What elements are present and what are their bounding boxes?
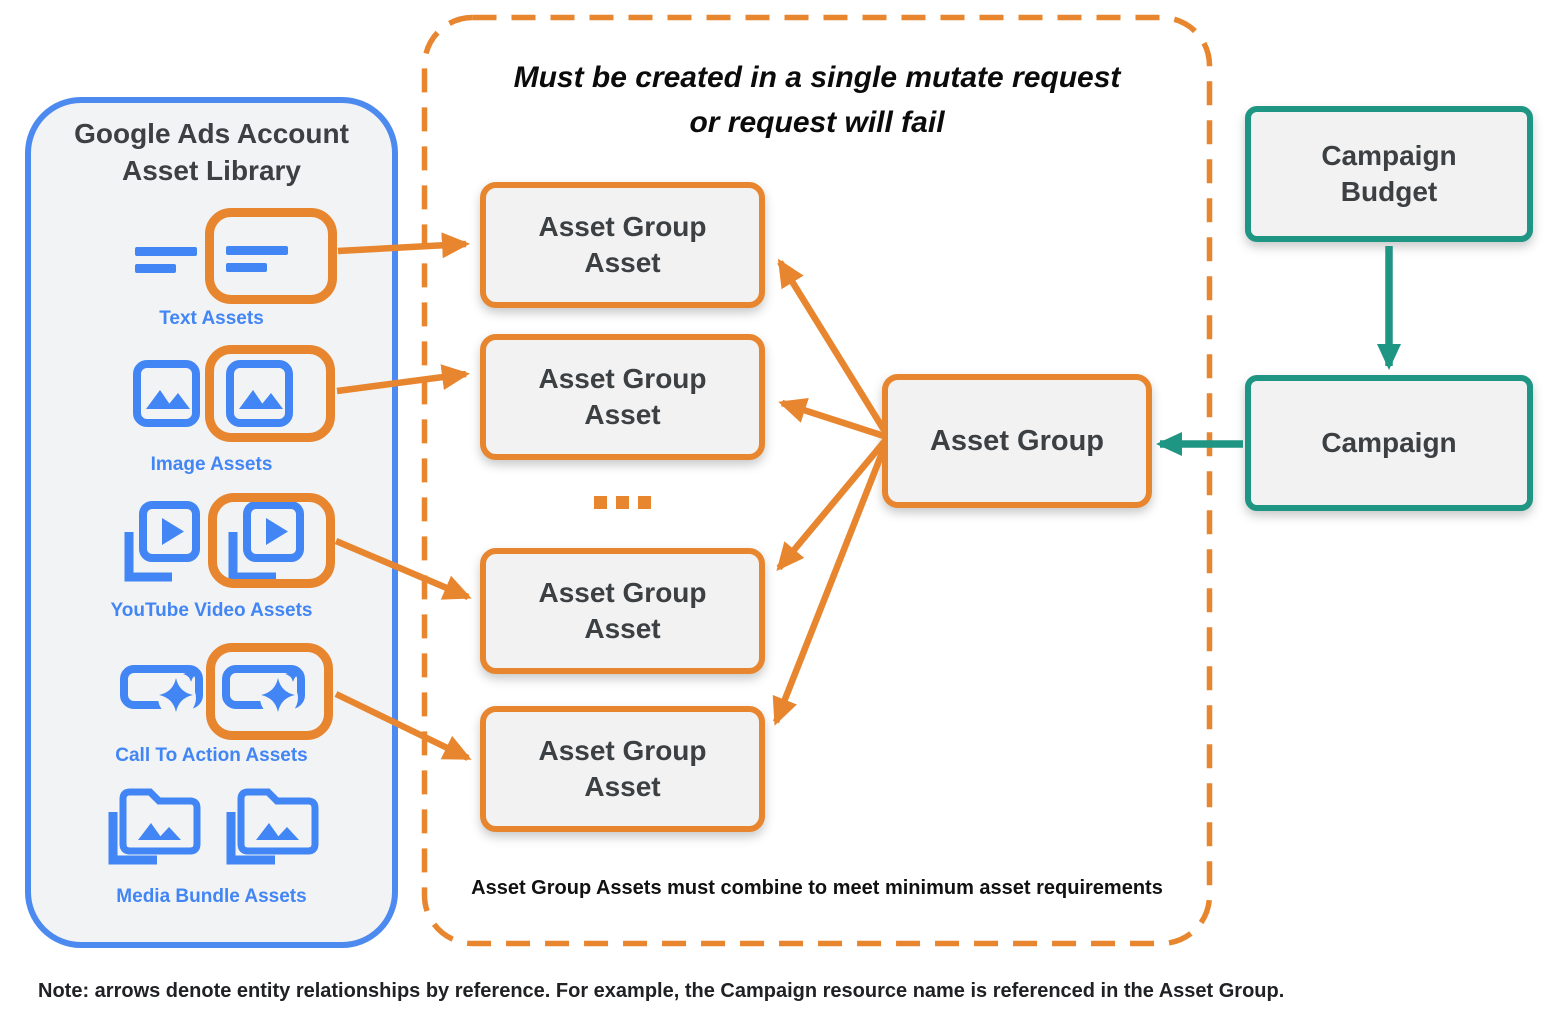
asset-group-asset-label-line2: Asset (584, 399, 661, 430)
image-asset-highlight-box (205, 345, 335, 442)
asset-group-asset-label-line2: Asset (584, 771, 661, 802)
campaign-budget-label-line1: Campaign (1321, 139, 1457, 171)
arrow-asset-group-to-box3 (776, 439, 887, 572)
asset-group-asset-box: Asset Group Asset (480, 548, 765, 674)
asset-group-asset-box: Asset Group Asset (480, 182, 765, 308)
image-asset-icon (133, 360, 200, 427)
media-bundle-assets-label: Media Bundle Assets (116, 886, 307, 907)
campaign-box: Campaign (1245, 375, 1533, 511)
asset-group-asset-label-line1: Asset Group (538, 210, 707, 242)
youtube-video-assets-label: YouTube Video Assets (110, 600, 313, 621)
asset-library-title-line2: Asset Library (122, 154, 301, 186)
youtube-video-asset-highlight-box (208, 493, 335, 588)
asset-group-asset-box: Asset Group Asset (480, 334, 765, 460)
text-assets-label: Text Assets (159, 308, 264, 329)
text-asset-icon (134, 246, 198, 274)
text-asset-icon (225, 245, 289, 273)
ellipsis-dot (594, 495, 607, 509)
asset-group-label: Asset Group (929, 424, 1105, 457)
image-asset-icon (226, 360, 293, 427)
ellipsis-dot (616, 495, 629, 509)
mutate-request-title-line1: Must be created in a single mutate reque… (513, 61, 1121, 94)
campaign-budget-label-line2: Budget (1340, 176, 1438, 207)
asset-group-asset-label-line1: Asset Group (538, 734, 707, 766)
asset-group-asset-box: Asset Group Asset (480, 706, 765, 832)
media-bundle-asset-icon (222, 782, 320, 868)
mutate-request-title-line2: or request will fail (689, 106, 945, 139)
media-bundle-asset-icon (104, 782, 202, 868)
arrow-asset-group-to-box4 (772, 446, 888, 726)
call-to-action-highlight-box (206, 643, 333, 740)
asset-group-asset-label-line1: Asset Group (538, 576, 707, 608)
arrow-asset-group-to-box2 (778, 398, 886, 440)
youtube-video-asset-icon (120, 500, 200, 586)
call-to-action-asset-icon (120, 662, 204, 716)
asset-group-asset-label-line2: Asset (584, 247, 661, 278)
campaign-budget-box: Campaign Budget (1245, 106, 1533, 242)
asset-library-title: Google Ads Account Asset Library (25, 116, 398, 190)
campaign-label: Campaign (1321, 427, 1457, 458)
text-asset-highlight-box (205, 208, 337, 304)
asset-group-box: Asset Group (882, 374, 1152, 508)
mutate-request-footer: Asset Group Assets must combine to meet … (471, 877, 1163, 899)
ellipsis (480, 492, 765, 512)
image-assets-label: Image Assets (150, 454, 273, 475)
asset-library-title-line1: Google Ads Account (74, 118, 349, 149)
asset-group-asset-label-line2: Asset (584, 613, 661, 644)
call-to-action-asset-icon (222, 662, 306, 716)
call-to-action-assets-label: Call To Action Assets (115, 745, 308, 766)
note-text: Note: arrows denote entity relationships… (38, 980, 1285, 1002)
asset-group-asset-label-line1: Asset Group (538, 362, 707, 394)
mutate-request-title: Must be created in a single mutate reque… (424, 55, 1210, 145)
arrow-asset-group-to-box1 (777, 258, 887, 432)
ellipsis-dot (638, 495, 651, 509)
